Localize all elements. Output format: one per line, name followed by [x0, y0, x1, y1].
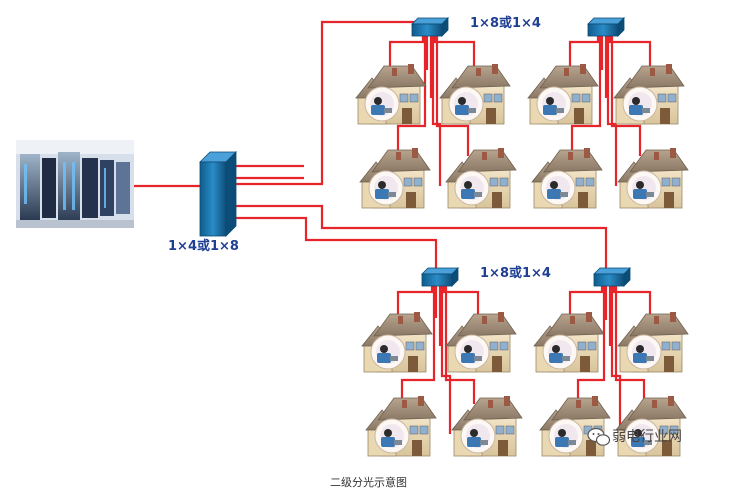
- diagram-caption: 二级分光示意图: [330, 475, 407, 489]
- second-stage-label-top: 1×8或1×4: [470, 15, 541, 31]
- house-icon: [539, 395, 611, 457]
- house-icon: [615, 395, 687, 457]
- splitter-icon: [411, 17, 449, 37]
- house-icon: [533, 311, 605, 373]
- house-icon: [361, 311, 433, 373]
- splitter-icon: [421, 267, 459, 287]
- first-stage-label: 1×4或1×8: [168, 238, 239, 254]
- splitter-icon: [593, 267, 631, 287]
- house-icon: [439, 63, 511, 125]
- watermark-text: 弱电行业网: [612, 429, 682, 445]
- house-icon: [531, 147, 603, 209]
- house-icon: [451, 395, 523, 457]
- house-icon: [365, 395, 437, 457]
- house-icon: [359, 147, 431, 209]
- house-icon: [355, 63, 427, 125]
- server-room-image: [16, 140, 134, 228]
- house-icon: [527, 63, 599, 125]
- second-stage-label-bottom: 1×8或1×4: [480, 265, 551, 281]
- house-icon: [445, 311, 517, 373]
- house-icon: [617, 147, 689, 209]
- house-icon: [613, 63, 685, 125]
- main-splitter-icon: [199, 151, 237, 237]
- fiber-lines: [134, 20, 652, 434]
- splitter-icon: [587, 17, 625, 37]
- wechat-icon: [587, 427, 611, 446]
- house-icon: [445, 147, 517, 209]
- house-icon: [617, 311, 689, 373]
